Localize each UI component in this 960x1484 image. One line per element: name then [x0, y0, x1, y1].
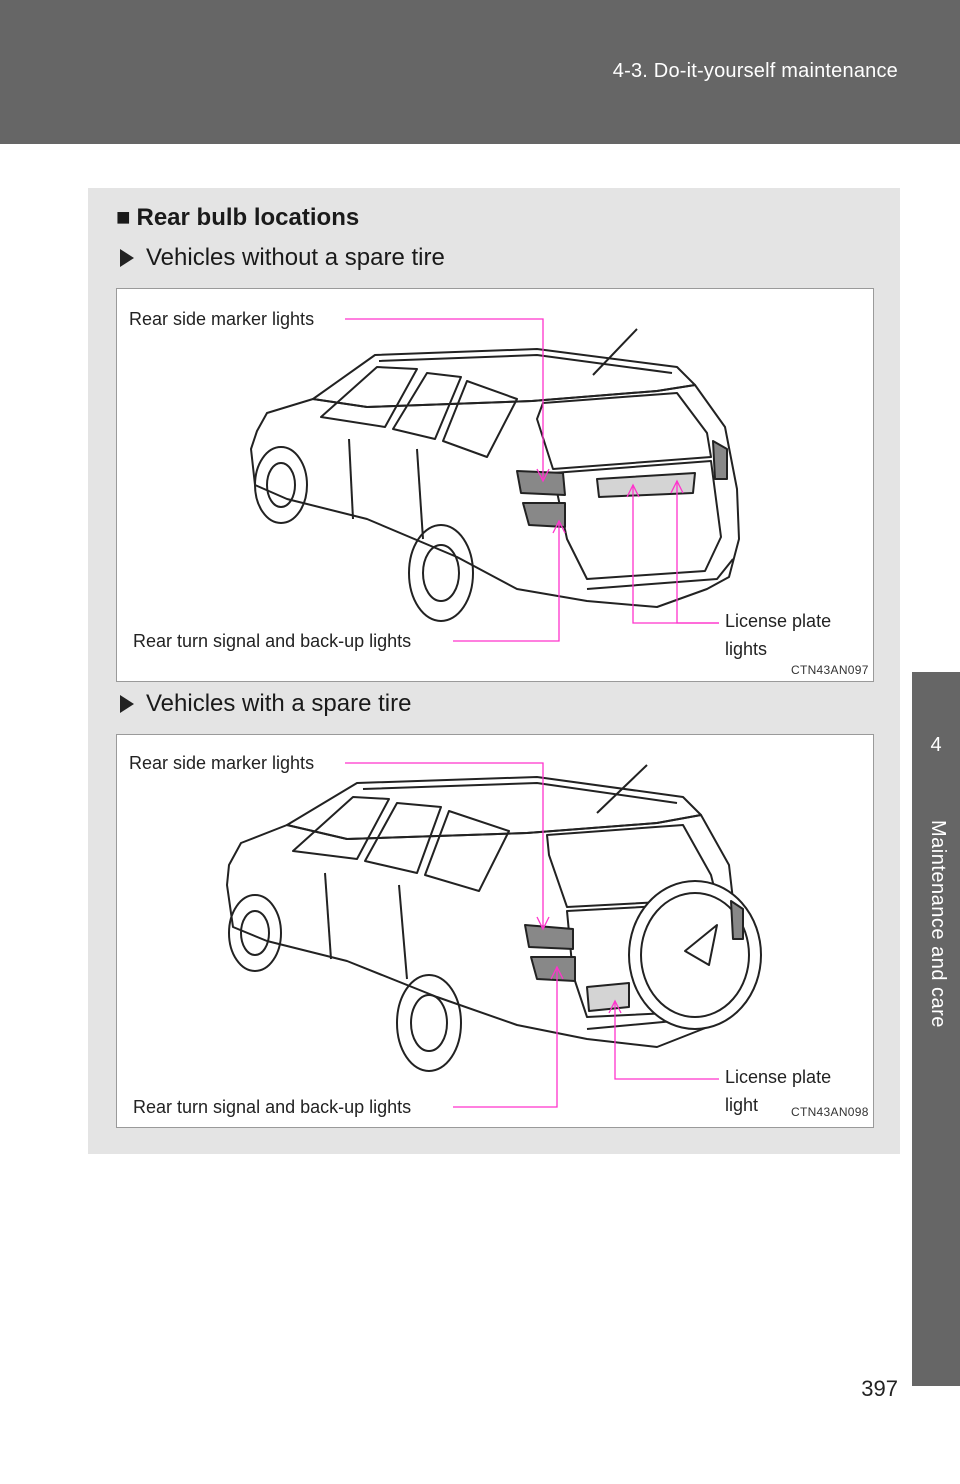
- arrow-right-icon: [120, 249, 134, 267]
- square-bullet-icon: ■: [116, 204, 131, 231]
- figure-without-spare-tire: Rear side marker lights Rear turn signal…: [116, 288, 874, 682]
- figure-code: CTN43AN098: [791, 1105, 869, 1119]
- variant-heading: Vehicles without a spare tire: [120, 244, 445, 272]
- chapter-tab[interactable]: 4 Maintenance and care: [912, 672, 960, 1386]
- vehicle-illustration: [226, 762, 762, 1108]
- callout-license-plate-line1: License plate: [725, 611, 832, 631]
- section-heading-text: Rear bulb locations: [136, 204, 360, 231]
- variant-heading-text: Vehicles with a spare tire: [146, 690, 412, 717]
- section-heading: ■Rear bulb locations: [116, 204, 359, 232]
- callout-rear-turn-backup: Rear turn signal and back-up lights: [133, 631, 412, 651]
- callout-rear-turn-backup: Rear turn signal and back-up lights: [133, 1097, 412, 1117]
- callout-license-plate-line1: License plate: [725, 1067, 832, 1087]
- callout-rear-side-marker: Rear side marker lights: [129, 309, 315, 329]
- callout-license-plate-line2: lights: [725, 639, 768, 659]
- page-number: 397: [861, 1376, 898, 1401]
- figure-with-spare-tire: Rear side marker lights Rear turn signal…: [116, 734, 874, 1128]
- callout-rear-side-marker: Rear side marker lights: [129, 753, 315, 773]
- header-band: 4-3. Do-it-yourself maintenance: [0, 0, 960, 144]
- figure-code: CTN43AN097: [791, 663, 869, 677]
- chapter-number: 4: [930, 734, 942, 756]
- section-title: 4-3. Do-it-yourself maintenance: [612, 60, 898, 82]
- variant-heading: Vehicles with a spare tire: [120, 690, 411, 718]
- variant-heading-text: Vehicles without a spare tire: [146, 244, 445, 271]
- arrow-right-icon: [120, 695, 134, 713]
- callout-license-plate-line2: light: [725, 1095, 759, 1115]
- chapter-label: Maintenance and care: [927, 820, 949, 1028]
- vehicle-illustration: [250, 318, 740, 642]
